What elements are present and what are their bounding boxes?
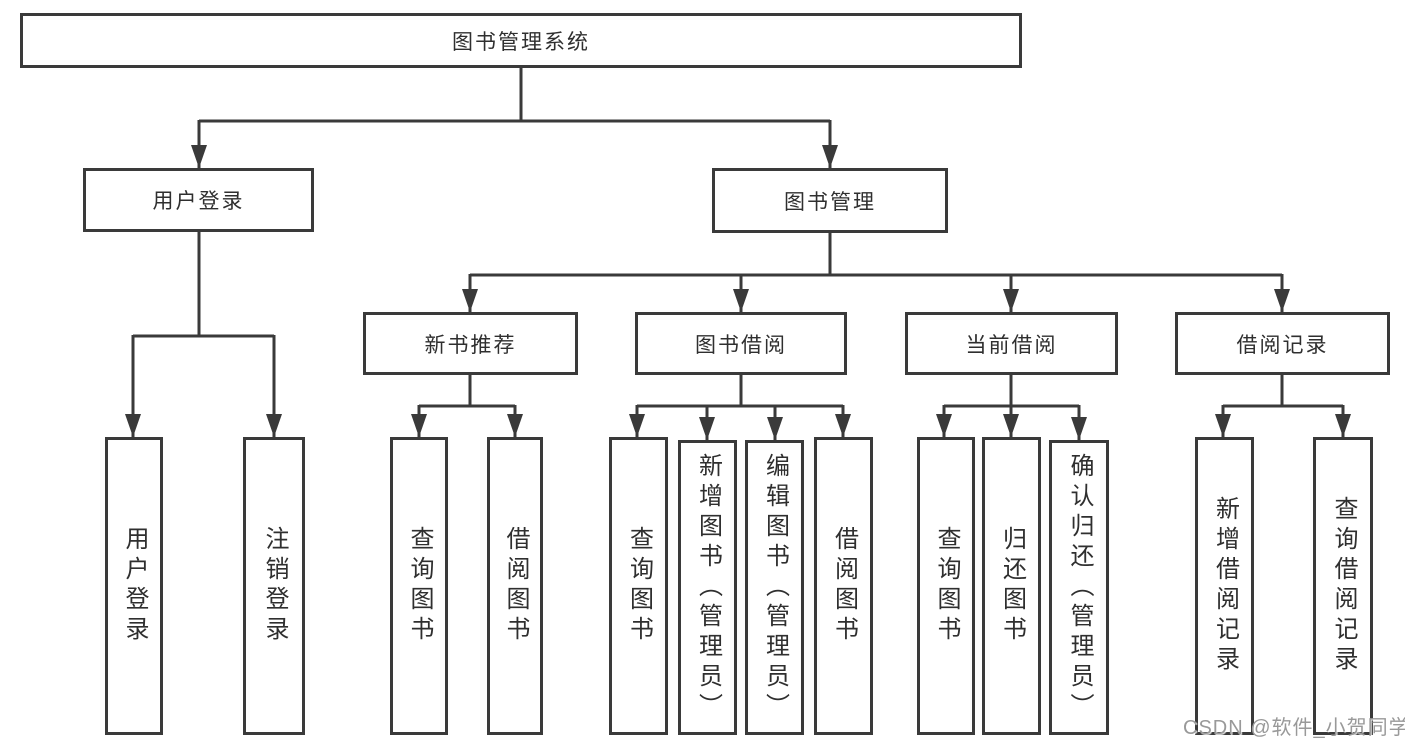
node-user-login: 用户登录 [83,168,314,232]
leaf-label: 查询图书 [933,526,960,646]
node-label: 用户登录 [152,190,245,213]
leaf-label: 新增图书（管理员） [694,452,722,723]
node-label: 当前借阅 [965,333,1058,357]
node-library-management-system: 图书管理系统 [20,13,1022,68]
leaf-borrow-books-newbooks: 借阅图书 [487,437,543,735]
leaf-label: 借阅图书 [502,526,529,646]
node-label: 图书管理系统 [452,30,590,54]
leaf-borrow-books-borrowing: 借阅图书 [814,437,873,735]
leaf-edit-books-admin: 编辑图书（管理员） [745,440,804,735]
leaf-label: 查询图书 [625,526,653,646]
leaf-label: 注销登录 [261,526,288,646]
node-label: 借阅记录 [1236,333,1329,357]
leaf-label: 归还图书 [998,526,1026,646]
leaf-label: 确认归还（管理员） [1066,452,1093,723]
node-label: 新书推荐 [424,333,517,357]
node-label: 图书管理 [784,190,876,214]
leaf-return-books: 归还图书 [982,437,1041,735]
node-current-borrowing: 当前借阅 [905,312,1118,375]
leaf-label: 借阅图书 [830,526,858,646]
node-new-book-recommend: 新书推荐 [363,312,578,375]
leaf-add-books-admin: 新增图书（管理员） [678,440,737,735]
node-book-management: 图书管理 [712,168,948,233]
leaf-label: 新增借阅记录 [1211,496,1239,676]
leaf-user-login: 用户登录 [105,437,163,735]
leaf-query-books-current: 查询图书 [917,437,975,735]
leaf-logout: 注销登录 [243,437,305,735]
leaf-query-borrow-record: 查询借阅记录 [1313,437,1373,735]
node-label: 图书借阅 [695,333,787,357]
node-borrowing-records: 借阅记录 [1175,312,1390,375]
node-book-borrowing: 图书借阅 [635,312,847,375]
leaf-query-books-borrowing: 查询图书 [609,437,668,735]
leaf-label: 编辑图书（管理员） [761,452,789,723]
leaf-add-borrow-record: 新增借阅记录 [1195,437,1254,735]
leaf-confirm-return-admin: 确认归还（管理员） [1049,440,1109,735]
leaf-label: 查询借阅记录 [1330,496,1357,676]
leaf-label: 查询图书 [406,526,433,646]
leaf-query-books-newbooks: 查询图书 [390,437,448,735]
leaf-label: 用户登录 [121,526,148,646]
csdn-watermark: CSDN @软件_小贺同学 [1183,717,1405,739]
